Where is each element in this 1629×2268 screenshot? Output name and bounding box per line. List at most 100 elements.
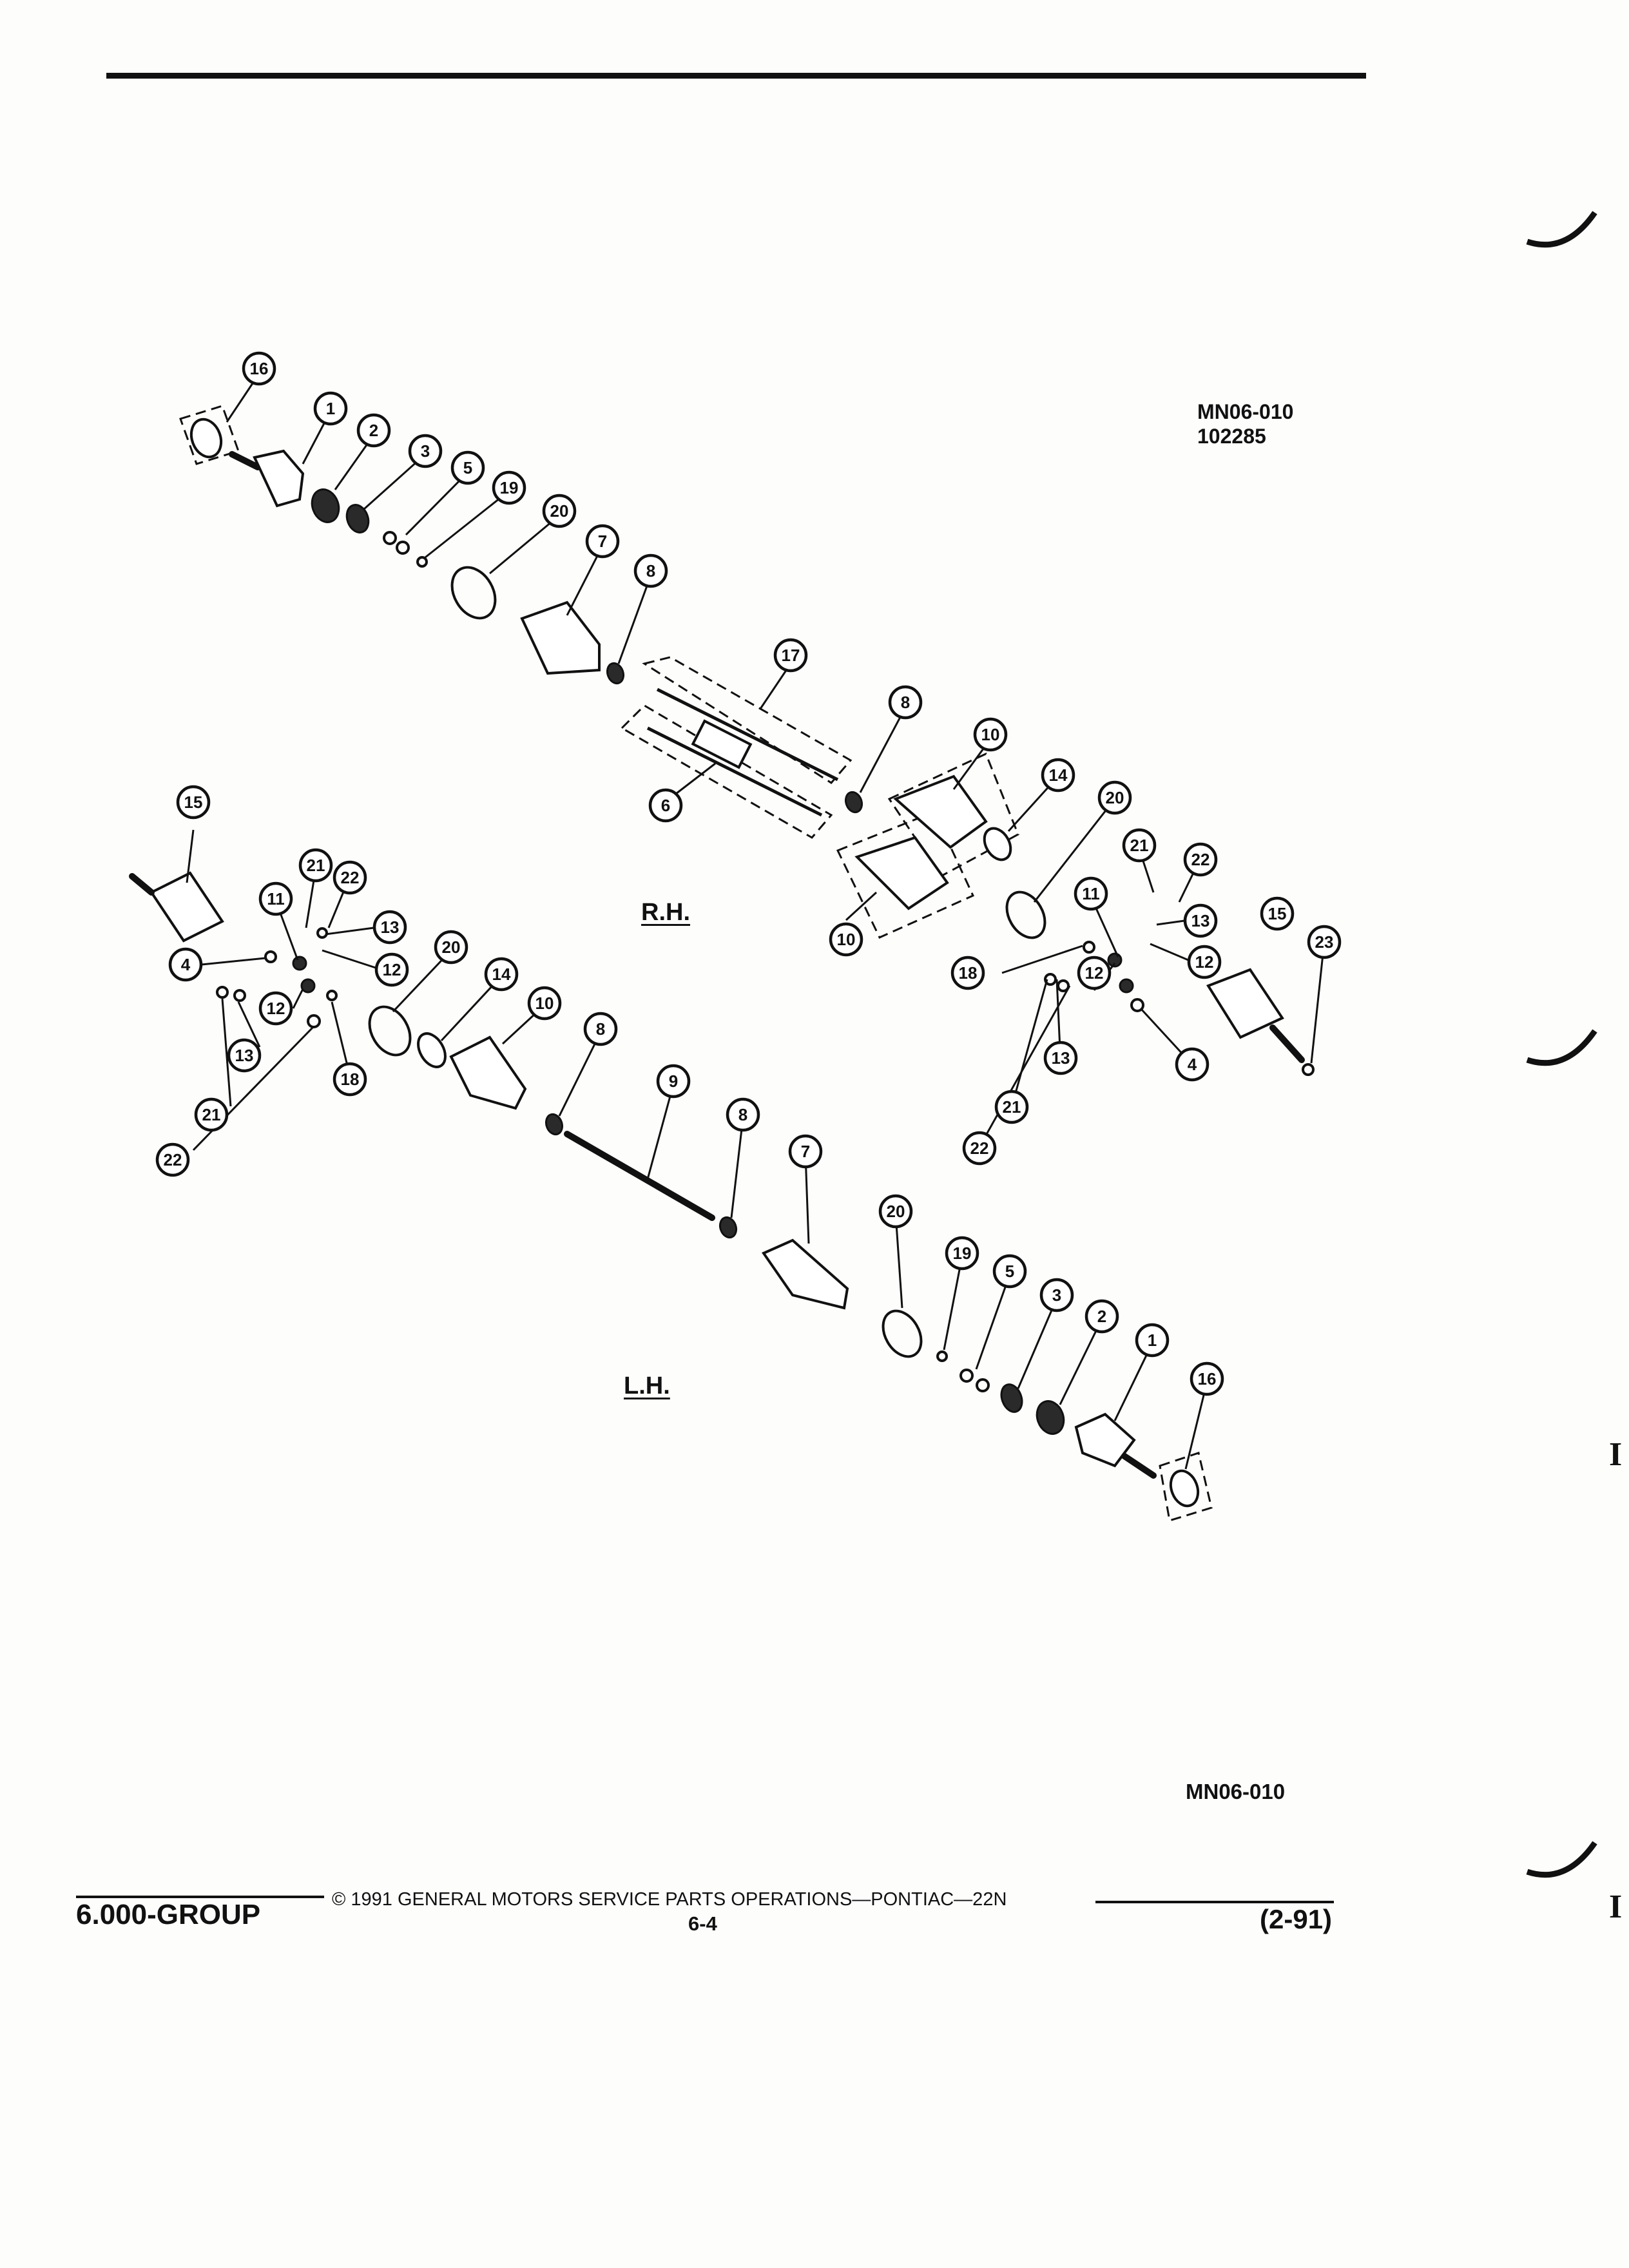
rh-inner-race-part	[345, 504, 370, 533]
rh-clamp-part-b	[1005, 890, 1046, 939]
rh-callout-6: 6	[648, 788, 683, 823]
rh-retainer-ring-part	[1044, 973, 1057, 986]
lh-callout-1: 1	[1135, 1323, 1170, 1358]
rh-callout-4: 4	[1175, 1047, 1210, 1082]
rh-ball-part-b	[396, 541, 410, 555]
svg-text:22: 22	[341, 868, 360, 887]
rh-callout-20b: 20	[1097, 780, 1132, 815]
svg-text:4: 4	[1188, 1055, 1197, 1074]
rh-housing-part	[1206, 968, 1284, 1039]
rh-lead-20b	[1033, 798, 1116, 903]
footer-page-number: 6-4	[688, 1912, 717, 1935]
lh-ball-part	[959, 1369, 974, 1383]
lh-retaining-ring-part	[936, 1350, 948, 1362]
lh-callout-10: 10	[527, 986, 562, 1021]
rh-callout-23: 23	[1307, 925, 1342, 959]
rh-callout-22: 22	[1183, 842, 1218, 877]
svg-text:13: 13	[235, 1046, 254, 1065]
svg-text:7: 7	[598, 532, 607, 551]
rh-stub-ring-part	[1302, 1063, 1315, 1076]
rh-callout-20: 20	[542, 494, 577, 528]
svg-text:1: 1	[326, 399, 335, 418]
svg-text:3: 3	[1052, 1285, 1061, 1305]
figure-code-top: MN06-010 102285	[1197, 399, 1293, 448]
lh-label: L.H.	[624, 1372, 670, 1399]
svg-text:16: 16	[250, 359, 269, 378]
svg-text:11: 11	[267, 889, 285, 908]
lh-needle-part	[307, 1014, 321, 1028]
rh-spider-ring-part	[1083, 941, 1095, 954]
svg-text:20: 20	[550, 501, 569, 521]
rh-retainer-ring-part-b	[1057, 979, 1070, 992]
svg-text:7: 7	[801, 1142, 810, 1161]
svg-text:19: 19	[953, 1244, 972, 1263]
rh-lead-20	[489, 514, 560, 575]
rh-inner-boot-part-b	[854, 836, 949, 910]
svg-text:12: 12	[1195, 952, 1214, 972]
rh-callout-22b: 22	[962, 1131, 997, 1166]
lh-clamp-part-b	[882, 1309, 923, 1358]
svg-text:16: 16	[1198, 1369, 1217, 1389]
rh-small-clamp-part	[606, 662, 625, 685]
rh-lead-22b	[978, 985, 1071, 1148]
svg-text:13: 13	[381, 918, 400, 937]
svg-text:15: 15	[1268, 904, 1287, 923]
lh-callout-4: 4	[168, 947, 203, 982]
svg-text:12: 12	[1085, 963, 1104, 983]
binder-hole-mark-1	[1526, 211, 1597, 248]
svg-text:21: 21	[202, 1105, 221, 1124]
rh-outer-stub	[229, 451, 261, 470]
rh-callout-18: 18	[950, 956, 985, 990]
rh-drive-axle	[179, 373, 1325, 1148]
svg-text:1: 1	[1148, 1331, 1157, 1350]
rh-callout-8: 8	[633, 553, 668, 588]
lh-lead-19	[943, 1256, 963, 1350]
lh-callout-13b: 13	[227, 1038, 262, 1073]
footer-rule-left	[76, 1896, 324, 1898]
footer-copyright: © 1991 GENERAL MOTORS SERVICE PARTS OPER…	[332, 1889, 1007, 1910]
rh-callout-16: 16	[242, 351, 276, 386]
lh-cage-part	[1036, 1400, 1065, 1435]
rh-callout-17: 17	[773, 638, 808, 673]
rh-needle-part	[1130, 998, 1144, 1012]
svg-text:8: 8	[596, 1019, 605, 1039]
svg-text:13: 13	[1052, 1048, 1070, 1068]
rh-callout-19: 19	[492, 470, 526, 505]
lh-callout-8: 8	[583, 1012, 618, 1046]
lh-callout-15: 15	[176, 785, 211, 820]
lh-ball-part-b	[976, 1378, 990, 1392]
lh-lead-12b	[292, 988, 304, 1009]
lh-callout-16: 16	[1190, 1361, 1224, 1396]
rh-boot-dash-box-b	[836, 811, 974, 939]
lh-roller-part	[300, 978, 316, 994]
svg-text:5: 5	[1005, 1262, 1014, 1281]
rh-callout-13: 13	[1183, 903, 1218, 938]
lh-inner-boot-part	[449, 1035, 527, 1110]
svg-text:20: 20	[887, 1202, 905, 1221]
lh-inner-race-part	[1000, 1383, 1023, 1413]
binder-hole-mark-3	[1526, 1841, 1597, 1878]
rh-callout-2: 2	[356, 413, 391, 448]
rh-callout-13b: 13	[1043, 1041, 1078, 1075]
rh-seal-dash-box	[179, 405, 240, 465]
lh-shaft-part	[564, 1131, 715, 1221]
rh-lead-6	[673, 762, 716, 797]
rh-cage-part	[311, 488, 340, 523]
svg-text:15: 15	[184, 793, 203, 812]
rh-lead-21b	[1010, 979, 1048, 1108]
lh-spider-part	[292, 956, 307, 971]
svg-text:21: 21	[307, 856, 325, 875]
rh-callout-7: 7	[585, 524, 620, 559]
rh-outer-race	[253, 449, 305, 508]
rh-callout-3: 3	[408, 434, 443, 468]
lh-callout-13: 13	[372, 910, 407, 945]
lh-lead-5	[975, 1274, 1011, 1370]
lh-drive-axle	[129, 829, 1213, 1522]
lh-callout-2: 2	[1084, 1299, 1119, 1334]
rh-lead-5	[405, 471, 469, 536]
rh-callout-8b: 8	[888, 685, 923, 720]
lh-lead-21b	[221, 998, 232, 1107]
svg-text:9: 9	[669, 1072, 678, 1091]
lh-lead-15	[186, 829, 195, 883]
lh-lead-8	[558, 1032, 602, 1117]
